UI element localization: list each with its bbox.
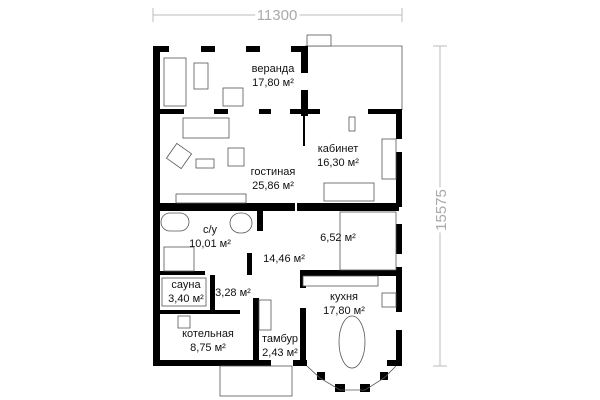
room-hall: 14,46 м²: [263, 253, 305, 265]
svg-text:8,75 м²: 8,75 м²: [190, 342, 226, 354]
room-bathroom: с/у 10,01 м²: [189, 224, 231, 250]
svg-text:16,30 м²: 16,30 м²: [317, 157, 359, 169]
walls: [153, 46, 402, 392]
svg-text:кухня: кухня: [330, 291, 358, 303]
room-kitchen: кухня 17,80 м²: [323, 291, 365, 317]
svg-text:3,40 м²: 3,40 м²: [168, 293, 204, 305]
svg-text:15575: 15575: [433, 189, 450, 231]
svg-text:котельная: котельная: [182, 328, 234, 340]
room-vestibule: тамбур 2,43 м²: [262, 333, 298, 359]
svg-text:2,43 м²: 2,43 м²: [262, 347, 298, 359]
svg-text:тамбур: тамбур: [262, 333, 298, 345]
svg-text:25,86 м²: 25,86 м²: [252, 180, 294, 192]
svg-text:веранда: веранда: [252, 63, 296, 75]
svg-text:6,52 м²: 6,52 м²: [320, 232, 356, 244]
svg-text:3,28 м²: 3,28 м²: [215, 287, 251, 299]
dimension-width: 11300: [152, 4, 403, 27]
room-stairs: 6,52 м²: [320, 232, 356, 244]
svg-text:кабинет: кабинет: [318, 143, 358, 155]
room-office: кабинет 16,30 м²: [317, 143, 359, 169]
veranda-outline: [305, 34, 403, 110]
dimension-height: 15575: [430, 45, 453, 367]
svg-text:10,01 м²: 10,01 м²: [189, 238, 231, 250]
svg-text:14,46 м²: 14,46 м²: [263, 253, 305, 265]
room-corridor: 3,28 м²: [215, 287, 251, 299]
svg-text:сауна: сауна: [171, 279, 201, 291]
svg-text:с/у: с/у: [203, 224, 218, 236]
furniture: [160, 57, 397, 397]
svg-text:11300: 11300: [257, 7, 298, 24]
room-sauna: сауна 3,40 м²: [168, 279, 204, 305]
room-boiler: котельная 8,75 м²: [182, 328, 234, 354]
room-veranda: веранда 17,80 м²: [252, 63, 296, 89]
svg-text:17,80 м²: 17,80 м²: [252, 77, 294, 89]
svg-text:17,80 м²: 17,80 м²: [323, 305, 365, 317]
room-living: гостиная 25,86 м²: [251, 166, 296, 192]
svg-text:гостиная: гостиная: [251, 166, 296, 178]
